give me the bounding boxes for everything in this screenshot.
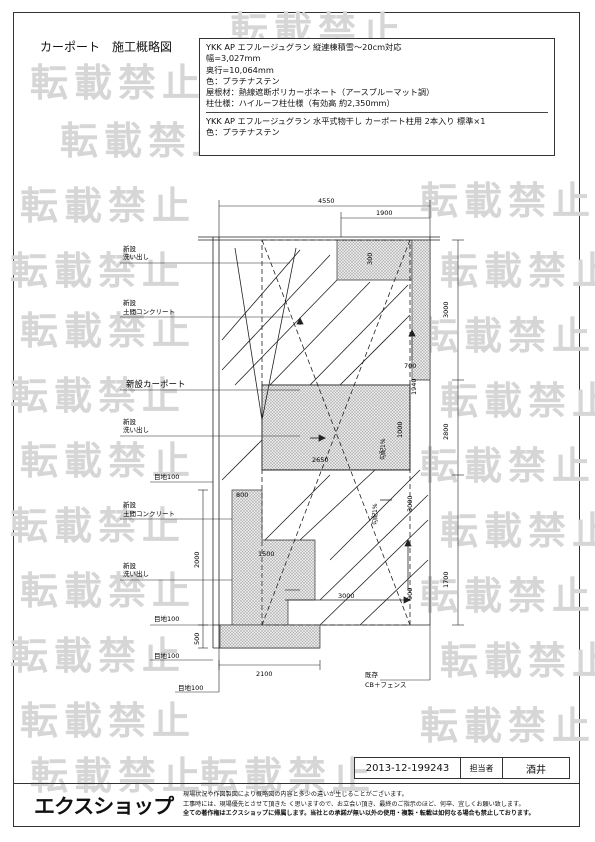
label-new: 新設 [123,500,137,509]
slope-label: 勾配1% [371,503,379,525]
dim-900: 900 [406,588,414,600]
label-new-carport: 新設カーポート [126,379,186,390]
label-new: 新設 [123,561,137,570]
dim-800: 800 [236,491,248,499]
carport-outline [234,239,411,626]
staff-name: 酒井 [502,757,570,779]
notice-line: 工事時には、現場優先とさせて頂きた く思いますので、お立会い頂き、最終のご指示の… [183,800,525,808]
footer-rule [14,783,579,784]
label-joint: 目地100 [154,651,179,660]
spec-line: 幅=3,027mm [206,53,261,64]
info-row: 2013-12-199243 担当者 酒井 [354,757,570,779]
label-concrete: 土間コンクリート [123,307,175,316]
drawing-arrows [285,317,416,604]
notice-line: 全ての著作権はエクスショップに帰属します。当社との承諾が無い以外の使用・複製・転… [183,810,535,817]
dim-2650: 2650 [312,456,329,464]
label-wash: 洗い出し [123,425,149,434]
dim-300: 300 [366,253,374,265]
spec-line: 色：プラチナステン [206,75,280,86]
wash-areas [219,239,431,649]
dim-right-upper: 3000 [442,301,450,318]
notice-line: 現場状況や作図製図により概略図の内容と多少の違いが生じることがございます。 [183,791,408,798]
label-joint: 目地100 [154,614,179,623]
spec-line: 柱仕様：ハイルーフ柱仕様（有効高 約2,350mm） [206,98,395,109]
label-existing: 既存 [365,670,379,679]
concrete-hatching [221,249,429,626]
label-new: 新設 [123,417,137,426]
spec-divider [206,111,548,113]
leader-lines [120,262,431,693]
dim-3000: 3000 [338,592,355,600]
staff-label: 担当者 [460,757,502,779]
doc-id: 2013-12-199243 [354,757,460,779]
label-joint: 目地100 [154,472,179,481]
dim-500: 500 [193,633,201,645]
dim-700: 700 [404,362,416,370]
dim-top-right: 1900 [376,209,393,217]
spec-line: 奥行=10,064mm [206,64,274,75]
dim-1500: 1500 [258,550,275,558]
dim-3000-vertical: 3000 [406,495,414,512]
dim-2100: 2100 [256,670,273,678]
dim-right-mid: 2800 [442,423,450,440]
spec-box: YKK AP エフルージュグラン 縦連棟積雪～20cm対応 幅=3,027mm … [199,38,555,156]
spec-line: 色：プラチナステン [206,127,280,138]
brand-logo: エクスショップ [34,794,174,818]
dim-1940: 1940 [410,378,418,395]
label-wash: 洗い出し [123,252,149,261]
dim-top-total: 4550 [318,197,335,205]
label-new: 新設 [123,244,137,253]
footer-notice: 現場状況や作図製図により概略図の内容と多少の違いが生じることがございます。 工事… [183,790,563,819]
spec-line: YKK AP エフルージュグラン 水平式物干し カーポート柱用 2本入り 標準×… [206,115,486,126]
label-wash: 洗い出し [123,569,149,578]
dim-1000: 1000 [396,421,404,438]
spec-line: 屋根材：熱線遮断ポリカーボネート（アースブルーマット調） [206,87,435,98]
page-title: カーポート 施工概略図 [40,40,173,54]
label-concrete: 土間コンクリート [123,509,175,518]
label-new: 新設 [123,298,137,307]
label-joint: 目地100 [178,683,203,692]
slope-label: 勾配1% [379,438,387,460]
spec-line: YKK AP エフルージュグラン 縦連棟積雪～20cm対応 [206,42,402,52]
label-fence: CB＋フェンス [365,681,406,689]
dim-right-lower: 1700 [442,571,450,588]
page-frame [13,12,580,827]
dim-2000: 2000 [193,551,201,568]
dimension-lines [198,200,464,670]
